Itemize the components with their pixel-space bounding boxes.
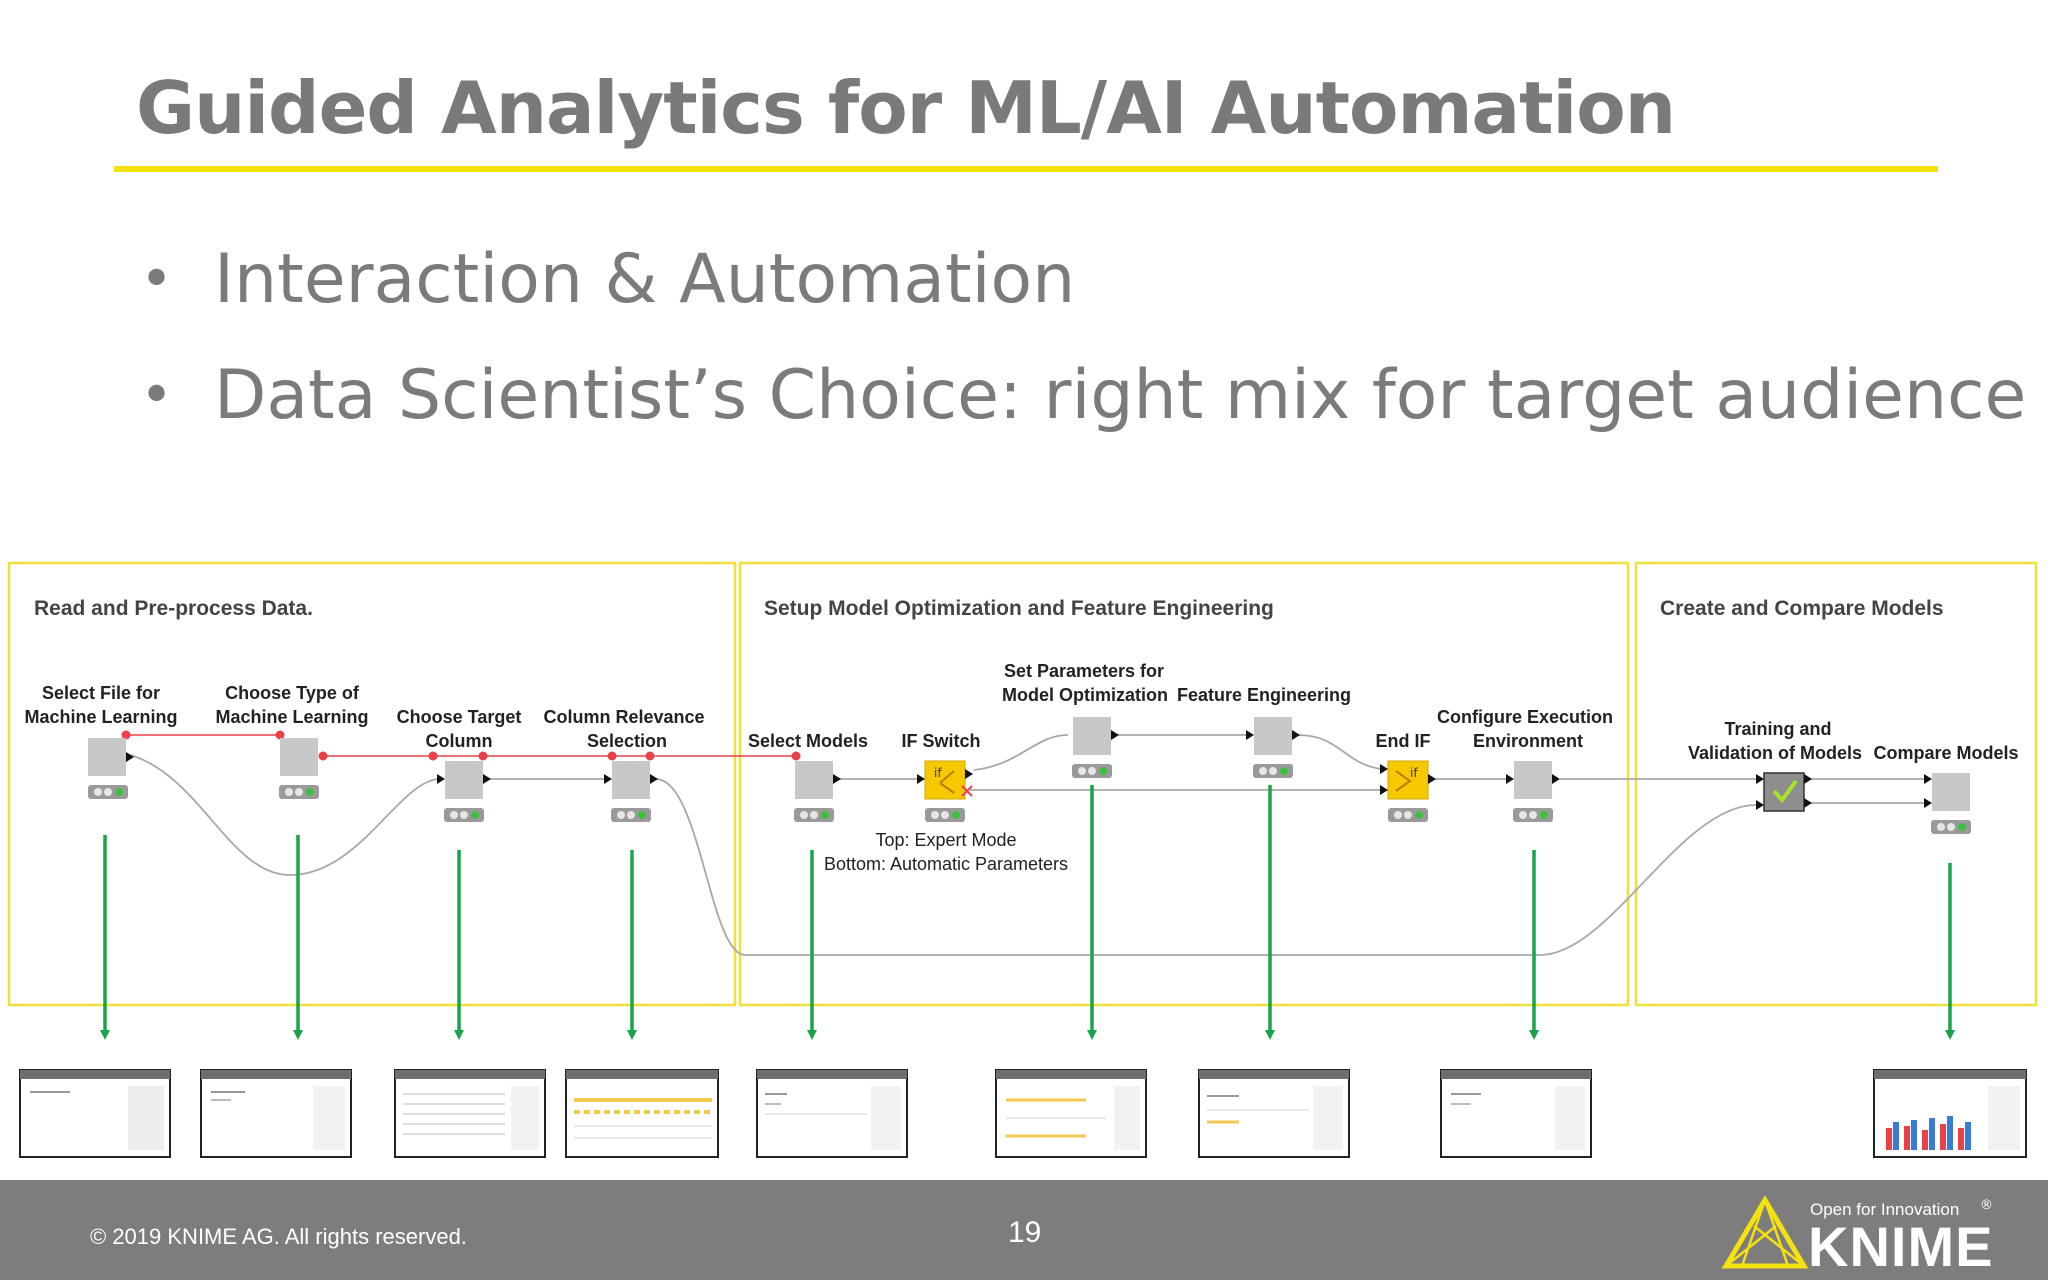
section-title: Create and Compare Models (1660, 597, 1944, 620)
section-box-setup (738, 561, 1630, 1007)
node-label: Choose Type of (225, 683, 360, 703)
bullet-text: Data Scientist’s Choice: right mix for t… (214, 356, 2027, 435)
if-switch-note: Bottom: Automatic Parameters (824, 854, 1068, 874)
if-switch-note: Top: Expert Mode (875, 830, 1016, 850)
view-thumbnail (19, 1069, 171, 1158)
registered-mark: ® (1980, 1198, 1993, 1213)
node-choose-target[interactable] (437, 761, 491, 822)
section-title: Setup Model Optimization and Feature Eng… (764, 597, 1274, 620)
workflow-diagram: Read and Pre-process Data. Setup Model O… (7, 561, 2038, 1158)
view-thumbnail (394, 1069, 546, 1158)
view-thumbnail (200, 1069, 352, 1158)
knime-logo-icon (1722, 1196, 1808, 1269)
bullet-item: • Data Scientist’s Choice: right mix for … (136, 338, 2026, 454)
page-number: 19 (1008, 1216, 1042, 1249)
node-label: Training and (1724, 719, 1831, 739)
svg-text:if: if (934, 766, 942, 780)
node-label: Selection (587, 731, 667, 751)
data-connections (129, 734, 1924, 956)
svg-text:if: if (1410, 766, 1418, 780)
node-column-relevance[interactable] (604, 761, 658, 822)
node-label: Column Relevance (543, 707, 704, 727)
node-label: Set Parameters for (1004, 661, 1164, 681)
node-label: Select Models (748, 731, 868, 751)
node-label: Environment (1473, 731, 1583, 751)
node-if-switch[interactable]: if (917, 760, 973, 822)
node-select-file[interactable] (88, 738, 134, 799)
bullet-item: • Interaction & Automation (136, 222, 2026, 338)
view-thumbnails (19, 1069, 2027, 1158)
node-label: Feature Engineering (1177, 685, 1351, 705)
view-arrows (100, 785, 1955, 1040)
bullet-list: • Interaction & Automation • Data Scientis… (136, 222, 2026, 454)
node-configure-execution[interactable] (1506, 761, 1560, 822)
flow-variable-connections (126, 734, 796, 757)
bullet-text: Interaction & Automation (214, 240, 1076, 319)
title-underline (114, 166, 1938, 172)
view-thumbnail (1873, 1069, 2027, 1158)
node-label: Machine Learning (215, 707, 368, 727)
node-label: Model Optimization (1002, 685, 1168, 705)
view-thumbnail (1198, 1069, 1350, 1158)
footer-bar: © 2019 KNIME AG. All rights reserved. 19… (0, 1180, 2048, 1280)
node-set-parameters[interactable] (1072, 717, 1119, 778)
brand-tagline: Open for Innovation (1810, 1200, 1960, 1219)
node-label: End IF (1376, 731, 1431, 751)
section-box-compare (1634, 561, 2038, 1007)
node-label: Configure Execution (1437, 707, 1613, 727)
brand-wordmark: KNIME (1808, 1215, 1994, 1278)
node-label: Select File for (42, 683, 160, 703)
node-training-validation[interactable] (1756, 772, 1812, 812)
node-select-models[interactable] (794, 761, 841, 822)
view-thumbnail (565, 1069, 719, 1158)
node-label: Compare Models (1873, 743, 2018, 763)
view-thumbnail (1440, 1069, 1592, 1158)
flow-variable-ports (121, 730, 801, 761)
section-box-preprocess (7, 561, 737, 1007)
node-label: Choose Target (397, 707, 522, 727)
bullet-dot-icon: • (140, 247, 174, 312)
view-thumbnail (995, 1069, 1147, 1158)
copyright-text: © 2019 KNIME AG. All rights reserved. (90, 1224, 467, 1249)
section-title: Read and Pre-process Data. (34, 597, 313, 620)
node-choose-ml-type[interactable] (279, 738, 319, 799)
bullet-dot-icon: • (140, 363, 174, 428)
node-label: Validation of Models (1688, 743, 1862, 763)
node-end-if[interactable]: if (1380, 760, 1436, 822)
view-thumbnail (756, 1069, 908, 1158)
node-label: IF Switch (901, 731, 980, 751)
node-label: Machine Learning (24, 707, 177, 727)
node-compare-models[interactable] (1924, 773, 1971, 834)
node-feature-engineering[interactable] (1246, 717, 1300, 778)
node-label: Column (426, 731, 493, 751)
slide-title: Guided Analytics for ML/AI Automation (136, 66, 1676, 150)
